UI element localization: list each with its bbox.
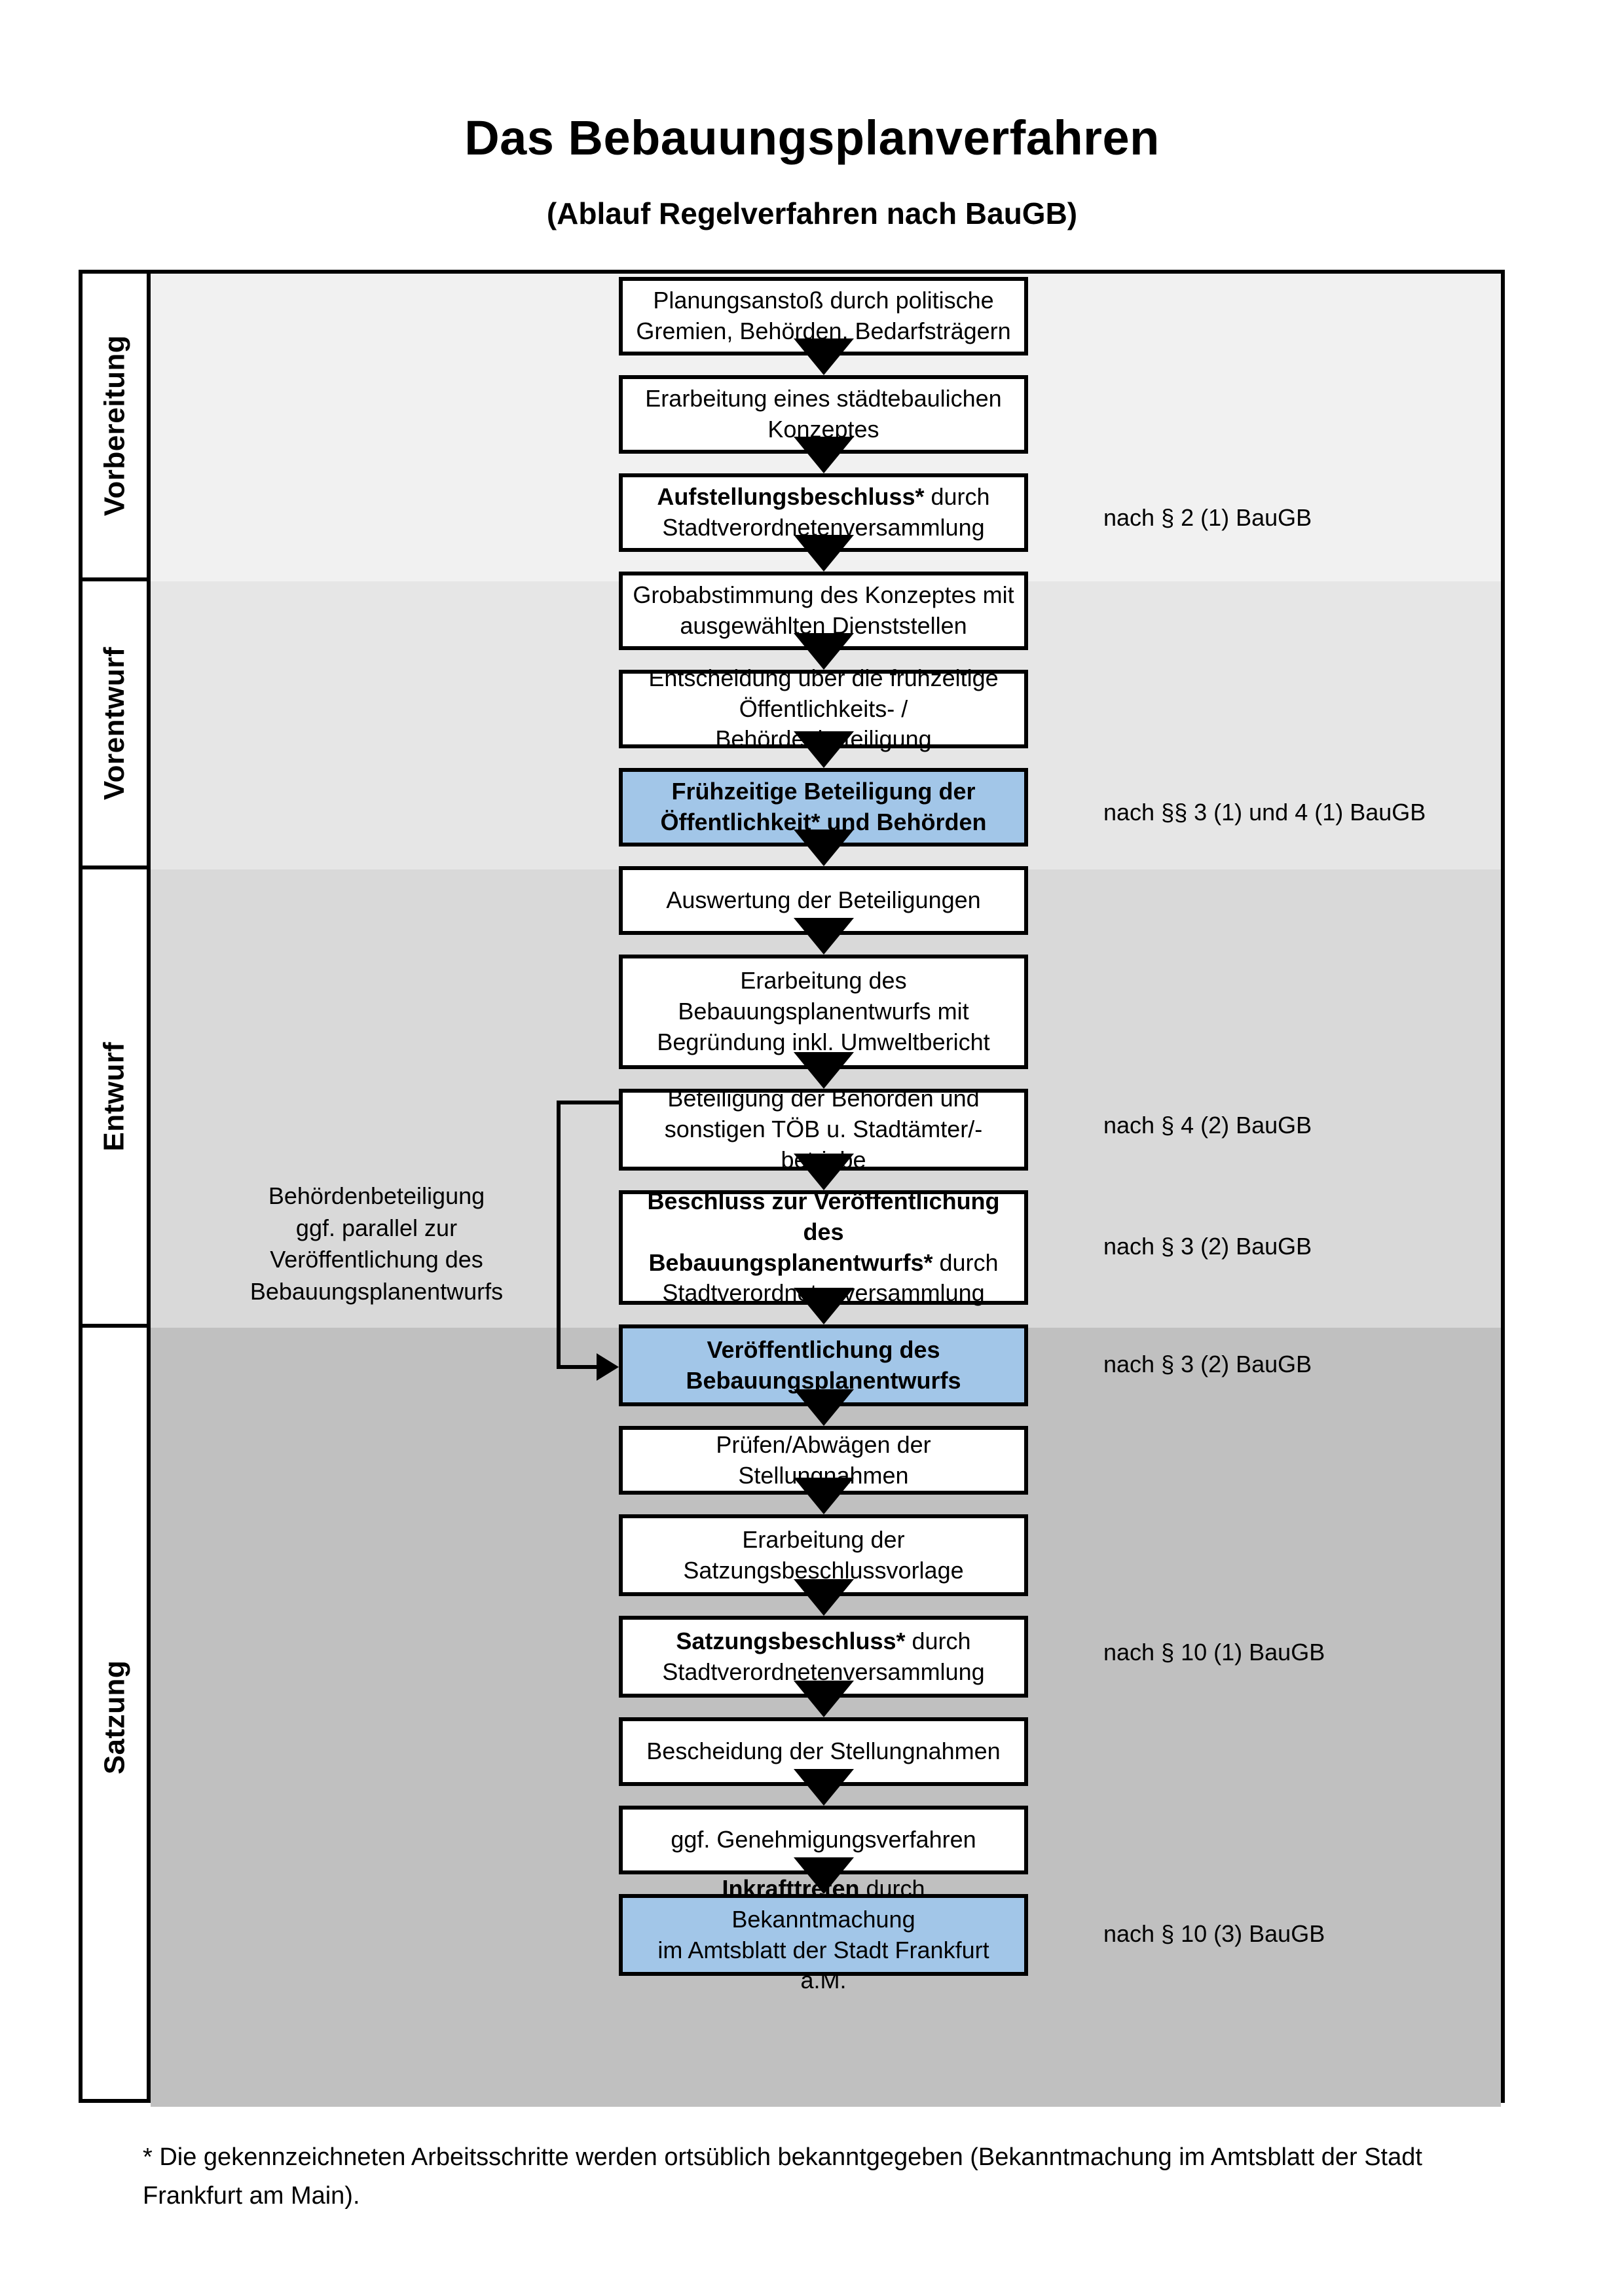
legal-reference-ref-par3-2-b: nach § 3 (2) BauGB (1103, 1351, 1312, 1377)
page-title: Das Bebauungsplanverfahren (464, 111, 1160, 165)
flow-arrow-konzept-to-aufstellungsbeschluss (793, 437, 854, 473)
flow-arrow-genehmigungsverfahren-to-inkrafttreten (793, 1857, 854, 1894)
connector-segment-bottom (557, 1365, 597, 1369)
footnote: * Die gekennzeichneten Arbeitsschritte w… (143, 2143, 1422, 2210)
flow-arrow-planungsanstoss-to-konzept (793, 338, 854, 375)
phase-cell-vorbereitung: Vorbereitung (83, 274, 147, 581)
legal-reference-ref-par10-3: nach § 10 (3) BauGB (1103, 1920, 1325, 1947)
phase-label-vorentwurf: Vorentwurf (98, 647, 130, 800)
phase-cell-vorentwurf: Vorentwurf (83, 581, 147, 869)
legal-reference-ref-par3-2-a: nach § 3 (2) BauGB (1103, 1233, 1312, 1260)
flow-arrow-bescheidung-to-genehmigungsverfahren (793, 1769, 854, 1806)
flow-arrow-aufstellungsbeschluss-to-grobabstimmung (793, 535, 854, 572)
flow-arrow-satzungsbeschluss-to-bescheidung (793, 1681, 854, 1717)
flow-arrow-auswertung-to-erarbeitung-entwurf (793, 918, 854, 955)
legal-reference-ref-par4-2: nach § 4 (2) BauGB (1103, 1112, 1312, 1139)
legal-reference-ref-par3-1-4-1: nach §§ 3 (1) und 4 (1) BauGB (1103, 799, 1426, 826)
connector-segment-top (557, 1101, 619, 1104)
phase-label-satzung: Satzung (98, 1660, 131, 1775)
flow-arrow-erarbeitung-entwurf-to-beteiligung-behoerden (793, 1052, 854, 1089)
phase-label-vorbereitung: Vorbereitung (98, 335, 130, 517)
flow-arrow-veroeffentlichung-entwurf-to-pruefen-abwaegen (793, 1389, 854, 1426)
flow-arrow-entscheidung-beteiligung-to-fruehzeitige-beteiligung (793, 731, 854, 768)
process-box-label: ggf. Genehmigungsverfahren (671, 1826, 976, 1853)
process-box-label: Auswertung der Beteiligungen (666, 886, 981, 914)
document-header: Das Bebauungsplanverfahren (Ablauf Regel… (0, 111, 1624, 231)
flow-arrow-satzungsbeschlussvorlage-to-satzungsbeschluss (793, 1579, 854, 1616)
process-box-label: Prüfen/Abwägen der Stellungnahmen (716, 1430, 931, 1489)
phase-cell-entwurf: Entwurf (83, 869, 147, 1328)
legal-reference-ref-par2-1: nach § 2 (1) BauGB (1103, 504, 1312, 531)
flow-arrow-beschluss-veroeffentlichung-to-veroeffentlichung-entwurf (793, 1288, 854, 1324)
flow-arrow-pruefen-abwaegen-to-satzungsbeschlussvorlage (793, 1478, 854, 1514)
process-box-label: Bescheidung der Stellungnahmen (646, 1738, 1001, 1765)
process-box-genehmigungsverfahren: ggf. Genehmigungsverfahren (619, 1806, 1028, 1874)
connector-arrowhead (597, 1353, 619, 1381)
page-subtitle: (Ablauf Regelverfahren nach BauGB) (546, 196, 1078, 231)
flow-arrow-fruehzeitige-beteiligung-to-auswertung (793, 829, 854, 866)
phase-label-entwurf: Entwurf (98, 1042, 131, 1152)
legal-reference-ref-par10-1: nach § 10 (1) BauGB (1103, 1639, 1325, 1666)
phase-cell-satzung: Satzung (83, 1328, 147, 2107)
connector-segment-vertical (557, 1101, 561, 1365)
flow-arrow-grobabstimmung-to-entscheidung-beteiligung (793, 633, 854, 670)
flow-arrow-beteiligung-behoerden-to-beschluss-veroeffentlichung (793, 1154, 854, 1190)
